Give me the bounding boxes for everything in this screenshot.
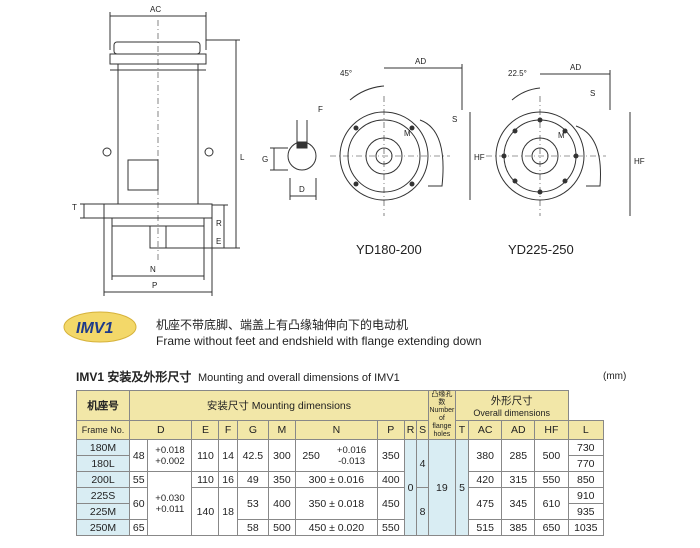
view-caption-yd225: YD225-250 xyxy=(508,242,574,257)
label-m-2: M xyxy=(558,131,565,140)
caption-chinese: 机座不带底脚、端盖上有凸缘轴伸向下的电动机 xyxy=(156,318,409,332)
table-row: 250M 65 58 500 450 ± 0.020 550 515 385 6… xyxy=(76,519,604,536)
label-n: N xyxy=(150,265,156,274)
col-l: L xyxy=(567,420,604,440)
col-m: M xyxy=(267,420,296,440)
table-row: 180M 48 +0.018+0.002 110 14 42.5 300 250… xyxy=(76,439,604,536)
label-ad-2: AD xyxy=(570,63,581,72)
label-e: E xyxy=(216,237,221,246)
label-p: P xyxy=(152,281,157,290)
unit-label: (mm) xyxy=(603,371,627,382)
holes-header: 凸缘孔数 Number of flange holes xyxy=(427,390,456,440)
label-d: D xyxy=(299,185,305,194)
view-caption-yd180: YD180-200 xyxy=(356,242,422,257)
imv1-badge: IMV1 xyxy=(63,311,137,343)
dimensions-table: 机座号 安装尺寸 Mounting dimensions 凸缘孔数 Number… xyxy=(76,389,604,536)
section-title: IMV1 安装及外形尺寸 Mounting and overall dimens… xyxy=(76,368,400,385)
label-angle-22: 22.5° xyxy=(508,69,527,78)
label-t: T xyxy=(72,203,77,212)
label-hf-1: HF xyxy=(474,153,485,162)
col-p: P xyxy=(376,420,405,440)
label-g: G xyxy=(262,155,268,164)
frame-header-cn: 机座号 xyxy=(76,389,130,422)
caption-english: Frame without feet and endshield with fl… xyxy=(156,334,482,348)
section-title-en: Mounting and overall dimensions of IMV1 xyxy=(198,372,400,384)
col-f: F xyxy=(218,420,238,440)
frame-header-en: Frame No. xyxy=(76,420,130,440)
col-n: N xyxy=(294,420,378,440)
col-ad: AD xyxy=(501,420,536,440)
section-title-cn: IMV1 安装及外形尺寸 xyxy=(76,370,192,384)
mount-header: 安装尺寸 Mounting dimensions xyxy=(129,389,429,422)
technical-drawing: AC L R E N P T F G D M S HF AD 45° M S H… xyxy=(72,5,645,296)
label-m-1: M xyxy=(404,129,411,138)
col-ac: AC xyxy=(468,420,503,440)
label-ad-1: AD xyxy=(415,57,426,66)
table-row: 200L 55 +0.030+0.011 110 16 49 350 300 ±… xyxy=(76,471,604,536)
label-f: F xyxy=(318,105,323,114)
col-e: E xyxy=(191,420,220,440)
badge-text: IMV1 xyxy=(76,320,113,337)
col-d: D xyxy=(128,420,193,440)
label-s-2: S xyxy=(590,89,595,98)
label-angle-45: 45° xyxy=(340,69,352,78)
label-ac: AC xyxy=(150,5,161,14)
col-t: T xyxy=(454,420,470,440)
label-hf-2: HF xyxy=(634,157,645,166)
col-s: S xyxy=(416,420,429,440)
label-s-1: S xyxy=(452,115,457,124)
col-r: R xyxy=(403,420,418,440)
label-r: R xyxy=(216,219,222,228)
col-hf: HF xyxy=(534,420,569,440)
label-l: L xyxy=(240,153,245,162)
col-g: G xyxy=(236,420,269,440)
